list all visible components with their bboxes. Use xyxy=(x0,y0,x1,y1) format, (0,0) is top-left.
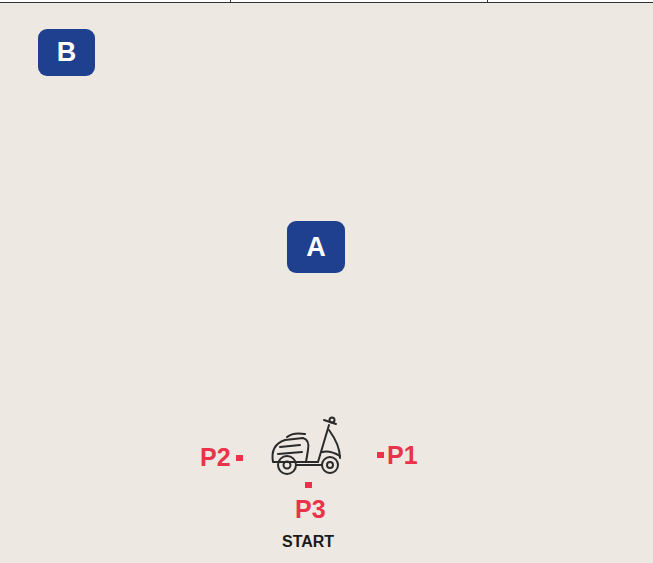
table-divider xyxy=(487,0,488,3)
point-label: P1 xyxy=(387,443,418,468)
start-label: START xyxy=(282,534,334,550)
letter-box: A xyxy=(287,221,345,273)
table-strip xyxy=(0,0,653,3)
table-divider xyxy=(230,0,231,3)
box-letter: A xyxy=(306,234,326,261)
point-label: P3 xyxy=(295,497,326,522)
table-edge xyxy=(0,2,653,3)
point-marker xyxy=(236,455,243,461)
scooter-icon xyxy=(273,418,341,475)
point-label: P2 xyxy=(200,445,231,470)
box-letter: B xyxy=(57,39,77,66)
letter-box: B xyxy=(38,29,95,76)
point-marker xyxy=(377,452,384,458)
point-marker xyxy=(305,482,312,488)
